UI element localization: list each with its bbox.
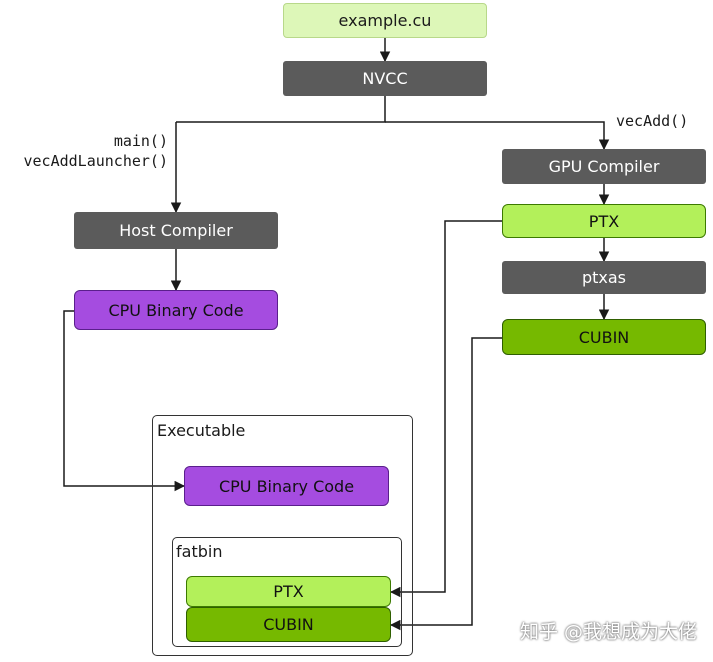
edge-nvcc-gpu [385,121,610,151]
fatbin-ptx-node: PTX [186,576,391,607]
cubin-label: CUBIN [578,327,630,347]
edge-nvcc-split [176,96,386,123]
source-file-label: example.cu [338,11,432,30]
nvcc-label: NVCC [362,69,408,88]
gpu-compiler-node: GPU Compiler [502,149,706,184]
executable-title: Executable [157,421,246,440]
edge-ptx-fatbin [389,220,502,598]
device-functions-label: vecAdd() [616,112,689,130]
source-file-node: example.cu [283,3,487,38]
cpu-binary-node: CPU Binary Code [74,290,278,330]
fatbin-cubin-node: CUBIN [186,607,391,642]
gpu-compiler-label: GPU Compiler [548,157,660,176]
host-function-main: main() [113,132,168,150]
ptxas-node: ptxas [502,261,706,294]
host-functions-label: main() vecAddLauncher() [14,131,169,171]
executable-cpu-binary-node: CPU Binary Code [184,466,389,506]
executable-frame [152,415,413,656]
fatbin-ptx-label: PTX [273,582,304,601]
executable-cpu-binary-label: CPU Binary Code [218,476,355,496]
edge-cpu-exec [63,310,186,492]
edge-cubin-fatbin [389,337,502,631]
ptxas-label: ptxas [581,268,627,287]
cubin-node: CUBIN [502,319,706,355]
watermark-text: 知乎 @我想成为大佬 [519,621,697,643]
nvcc-node: NVCC [283,61,487,96]
host-function-launcher: vecAddLauncher() [23,152,169,170]
host-compiler-node: Host Compiler [74,212,278,249]
fatbin-cubin-label: CUBIN [263,615,314,634]
fatbin-title: fatbin [176,542,223,561]
ptx-label: PTX [588,211,620,231]
ptx-node: PTX [502,204,706,238]
fatbin-frame [172,537,402,647]
host-compiler-label: Host Compiler [119,221,233,240]
cpu-binary-label: CPU Binary Code [108,300,244,320]
